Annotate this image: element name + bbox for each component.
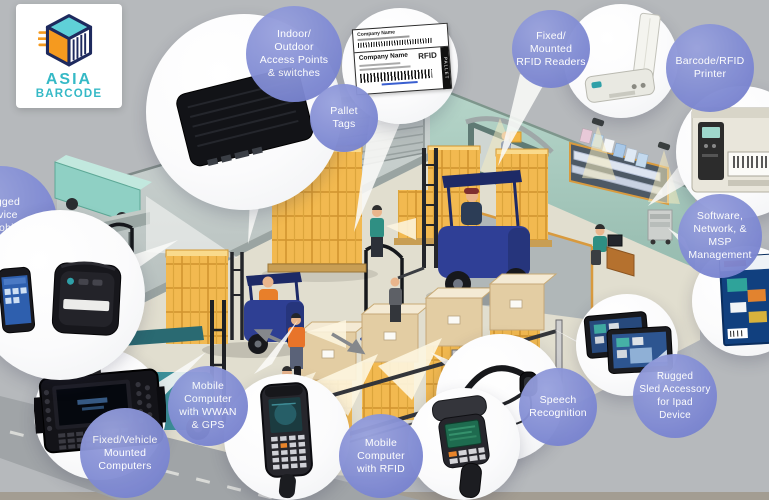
fixed-rfid-reader-image <box>584 12 661 103</box>
callout-line: with RFID <box>357 462 405 475</box>
asia-barcode-cube-icon <box>38 14 93 67</box>
callout-line: Mobile <box>364 436 398 449</box>
callout-line: Computer <box>357 449 405 462</box>
callout-line: Pallet <box>330 105 358 117</box>
callout-line: Recognition <box>529 407 587 419</box>
callout-speech-recognition: Speech Recognition <box>519 368 597 446</box>
callout-line: Rugged <box>0 196 20 208</box>
callout-barcode-rfid-printer: Barcode/RFID Printer <box>666 24 754 112</box>
callout-line: Computers <box>98 459 152 472</box>
mobile-computer-wwan-image <box>260 382 313 499</box>
callout-fixed-vehicle-computers: Fixed/Vehicle Mounted Computers <box>80 408 170 498</box>
callout-line: Barcode/RFID <box>675 55 745 67</box>
callout-line: Device <box>0 209 18 221</box>
callout-line: Tags <box>332 118 356 130</box>
rugged-device-and-mobile-printer-image <box>0 261 122 336</box>
product-circle-rugged-device-printer <box>0 210 145 380</box>
asia-barcode-logo-card: ASIA BARCODE <box>16 4 122 108</box>
callout-line: Management <box>688 249 752 261</box>
callout-line: & GPS <box>191 419 225 431</box>
product-circle-rugged-tablets <box>576 294 678 396</box>
callout-line: Network, & <box>693 223 747 235</box>
callout-mobile-computer-wwan: Mobile Computer with WWAN & GPS <box>168 366 248 446</box>
callout-line: Indoor/ <box>276 28 312 40</box>
logo-text-asia: ASIA <box>45 71 93 88</box>
pallet-tag-rfid-text: RFID <box>417 50 438 61</box>
callout-indoor-outdoor-ap: Indoor/ Outdoor Access Points & switches <box>246 6 342 102</box>
callout-mobile-computer-rfid: Mobile Computer with RFID <box>339 414 423 498</box>
callout-line: Rugged <box>656 371 694 382</box>
callout-line: Fixed/Vehicle <box>92 433 158 446</box>
callout-line: Outdoor <box>274 41 314 53</box>
pallet-tag-side-text: PALLET <box>440 46 452 90</box>
callout-software-msp: Software, Network, & MSP Management <box>678 194 762 278</box>
product-circle-rfid-handheld <box>408 388 520 500</box>
callout-line: RFID Readers <box>516 55 586 68</box>
callout-line: Mobile <box>191 380 225 392</box>
callout-line: Mounted <box>529 42 573 55</box>
callout-line: MSP <box>708 236 732 248</box>
mobile-computer-rfid-image <box>431 395 490 498</box>
callout-line: Software, <box>696 210 744 222</box>
callout-line: Mounted <box>103 446 147 459</box>
pallet-tag-label-image: Company Name Company Name RFID PALLET <box>351 22 453 96</box>
barcode-printer-image <box>691 107 769 193</box>
callout-pallet-tags: Pallet Tags <box>310 84 378 152</box>
callout-line: Access Points <box>259 54 329 66</box>
pallet-tag-main-section: Company Name RFID PALLET <box>354 46 452 95</box>
logo-text-barcode: BARCODE <box>35 88 103 100</box>
callout-line: Printer <box>693 68 727 80</box>
callout-line: with WWAN <box>179 406 237 418</box>
callout-line: Sled Accessory <box>639 384 711 395</box>
callout-line: for Ipad <box>657 397 693 408</box>
callout-fixed-rfid-readers: Fixed/ Mounted RFID Readers <box>512 10 590 88</box>
pallet-tag-barcode-main <box>359 68 433 83</box>
callout-line: Computer <box>184 393 232 405</box>
callout-line: & switches <box>267 67 321 79</box>
callout-line: Speech <box>539 394 577 406</box>
callout-rugged-sled: Rugged Sled Accessory for Ipad Device <box>633 354 717 438</box>
callout-line: Fixed/ <box>536 29 566 42</box>
callout-line: Device <box>659 410 691 421</box>
pallet-tag-blue-text-bar <box>381 80 418 86</box>
